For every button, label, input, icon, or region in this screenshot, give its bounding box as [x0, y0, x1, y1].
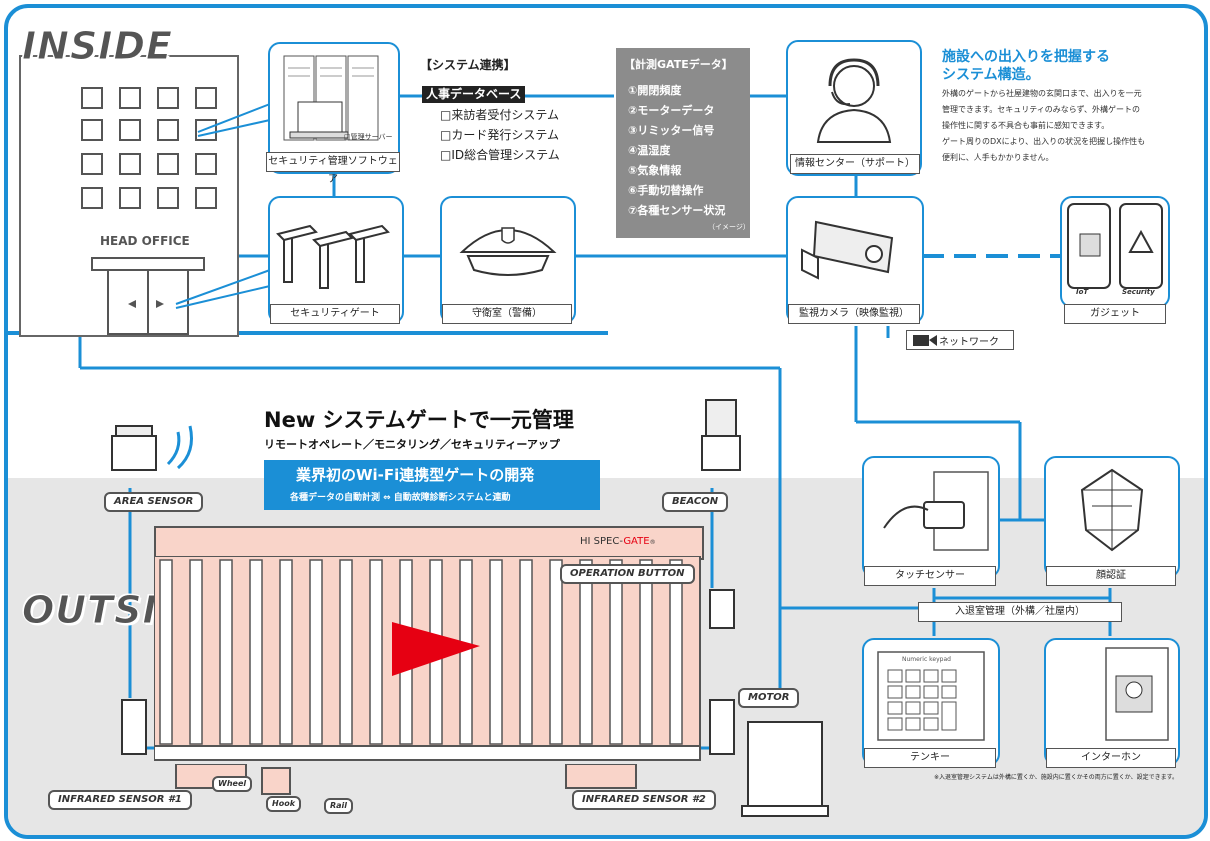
- gate-data-heading: 【計測GATEデータ】: [624, 58, 733, 71]
- infrared-sensor-1-device: [121, 699, 147, 755]
- beacon-tag: BEACON: [662, 492, 729, 512]
- system-link-heading: 【システム連携】: [420, 58, 516, 72]
- gate-data-box: 【計測GATEデータ】 ①開閉頻度 ②モーターデータ ③リミッター信号 ④温湿度…: [616, 48, 750, 238]
- phone-security-label: Security: [1122, 288, 1155, 296]
- gate-brand-name: GATE: [623, 536, 650, 547]
- wheel-tag: Wheel: [212, 776, 253, 792]
- smartphone-icon: [1067, 203, 1163, 289]
- keypad-icon: [877, 651, 985, 741]
- intro-body-line: ゲート周りのDXにより、出入りの状況を把握し操作性も: [942, 137, 1146, 146]
- tenkey-label: テンキー: [864, 748, 996, 768]
- headline-banner: 業界初のWi-Fi連携型ゲートの開発 各種データの自動計測 ⇔ 自動故障診断シス…: [264, 460, 600, 510]
- gate-data-item: ②モーターデータ: [628, 104, 715, 117]
- touch-sensor-box: [862, 456, 1000, 578]
- phone-iot-label: IoT: [1076, 288, 1089, 296]
- face-scan-icon: [1080, 468, 1144, 552]
- guard-cap-icon: [459, 227, 557, 276]
- motor-device: [741, 721, 829, 817]
- server-caption: □管理サーバー: [344, 133, 393, 141]
- intro-title-line2: システム構造。: [942, 67, 1040, 83]
- gate-data-item: ⑥手動切替操作: [628, 184, 704, 197]
- intro-body-line: 操作性に関する不具合も事前に感知できます。: [942, 121, 1110, 130]
- turnstile-icon: [276, 224, 390, 289]
- gate-top-rail: HI SPEC-GATE®: [154, 526, 704, 560]
- gate-data-item: ⑤気象情報: [628, 164, 682, 177]
- gate-body: [154, 556, 701, 761]
- intercom-icon: [1105, 647, 1169, 741]
- tenkey-box: Numeric keypad: [862, 638, 1000, 766]
- camera-label: 監視カメラ（映像監視）: [788, 304, 920, 324]
- banner-title: 業界初のWi-Fi連携型ゲートの開発: [296, 466, 535, 484]
- guard-room-box: [440, 196, 576, 324]
- gate-wheels: [175, 764, 637, 795]
- intercom-label: インターホン: [1046, 748, 1176, 768]
- gate-data-item: ③リミッター信号: [628, 124, 715, 137]
- gate-brand: HI SPEC-GATE®: [580, 536, 656, 547]
- guard-room-label: 守衛室（警備）: [442, 304, 572, 324]
- info-center-box: [786, 40, 922, 176]
- keypad-title: Numeric keypad: [902, 656, 951, 663]
- area-sensor-tag: AREA SENSOR: [104, 492, 204, 512]
- camera-icon: [913, 335, 937, 346]
- gate-data-note: （イメージ）: [708, 223, 750, 231]
- system-item: □来訪者受付システム: [440, 108, 559, 122]
- security-gate-box: [268, 196, 404, 324]
- gate-data-item: ④温湿度: [628, 144, 671, 157]
- gate-data-item: ⑦各種センサー状況: [628, 204, 726, 217]
- beacon-device: [701, 399, 741, 471]
- infrared-sensor-2-device: [709, 699, 735, 755]
- access-management-label: 入退室管理（外構／社屋内）: [918, 602, 1122, 622]
- gate-data-item: ①開閉頻度: [628, 84, 682, 97]
- intro-body-line: 外構のゲートから社屋建物の玄関口まで、出入りを一元: [942, 89, 1142, 98]
- intercom-box: [1044, 638, 1180, 766]
- operation-button-tag: OPERATION BUTTON: [560, 564, 695, 584]
- intro-body-line: 便利に、人手もかかりません。: [942, 153, 1054, 162]
- gadget-box: IoT Security: [1060, 196, 1170, 308]
- camera-box: [786, 196, 924, 324]
- system-item: □カード発行システム: [440, 128, 559, 142]
- rail-tag: Rail: [324, 798, 354, 814]
- gadget-label: ガジェット: [1064, 304, 1166, 324]
- system-item: □ID総合管理システム: [440, 148, 560, 162]
- face-auth-box: [1044, 456, 1180, 578]
- infrared-sensor-1-tag: INFRARED SENSOR #1: [48, 790, 192, 810]
- operation-button-device: [709, 589, 735, 629]
- network-label: ネットワーク: [939, 337, 999, 348]
- head-office-sign: HEAD OFFICE: [100, 234, 190, 248]
- card-reader-icon: [883, 471, 989, 551]
- motor-tag: MOTOR: [738, 688, 800, 708]
- headline-sub: リモートオペレート／モニタリング／セキュリティーアップ: [264, 438, 560, 451]
- gate-brand-prefix: HI SPEC-: [580, 536, 624, 547]
- face-auth-label: 顔認証: [1046, 566, 1176, 586]
- diagram-frame: INSIDE OUTSIDE HEAD OFFICE □管理サーバー セキュリテ…: [4, 4, 1208, 839]
- gate-brand-mark: ®: [649, 539, 656, 546]
- area-sensor-device: [111, 425, 193, 471]
- info-center-label: 情報センター（サポート）: [790, 154, 920, 174]
- headline-main: New システムゲートで一元管理: [264, 408, 574, 432]
- security-camera-icon: [801, 220, 894, 280]
- hook-tag: Hook: [266, 796, 302, 812]
- security-gate-label: セキュリティゲート: [270, 304, 400, 324]
- touch-sensor-label: タッチセンサー: [864, 566, 996, 586]
- server-rack-icon: [283, 55, 379, 141]
- hr-database: 人事データベース: [422, 86, 526, 103]
- inside-label: INSIDE: [22, 24, 173, 69]
- network-box: ネットワーク: [906, 330, 1014, 350]
- server-label: セキュリティ管理ソフトウェア: [266, 152, 400, 185]
- banner-sub: 各種データの自動計測 ⇔ 自動故障診断システムと連動: [290, 493, 511, 503]
- infrared-sensor-2-tag: INFRARED SENSOR #2: [572, 790, 716, 810]
- intro-title-line1: 施設への出入りを把握する: [942, 49, 1110, 65]
- headset-operator-icon: [816, 58, 892, 143]
- intro-body-line: 管理できます。セキュリティのみならず、外構ゲートの: [942, 105, 1140, 114]
- access-footnote: ※入退室管理システムは外構に置くか、施設内に置くかその両方に置くか、設定できます…: [934, 774, 1179, 781]
- head-office-building: [19, 55, 271, 337]
